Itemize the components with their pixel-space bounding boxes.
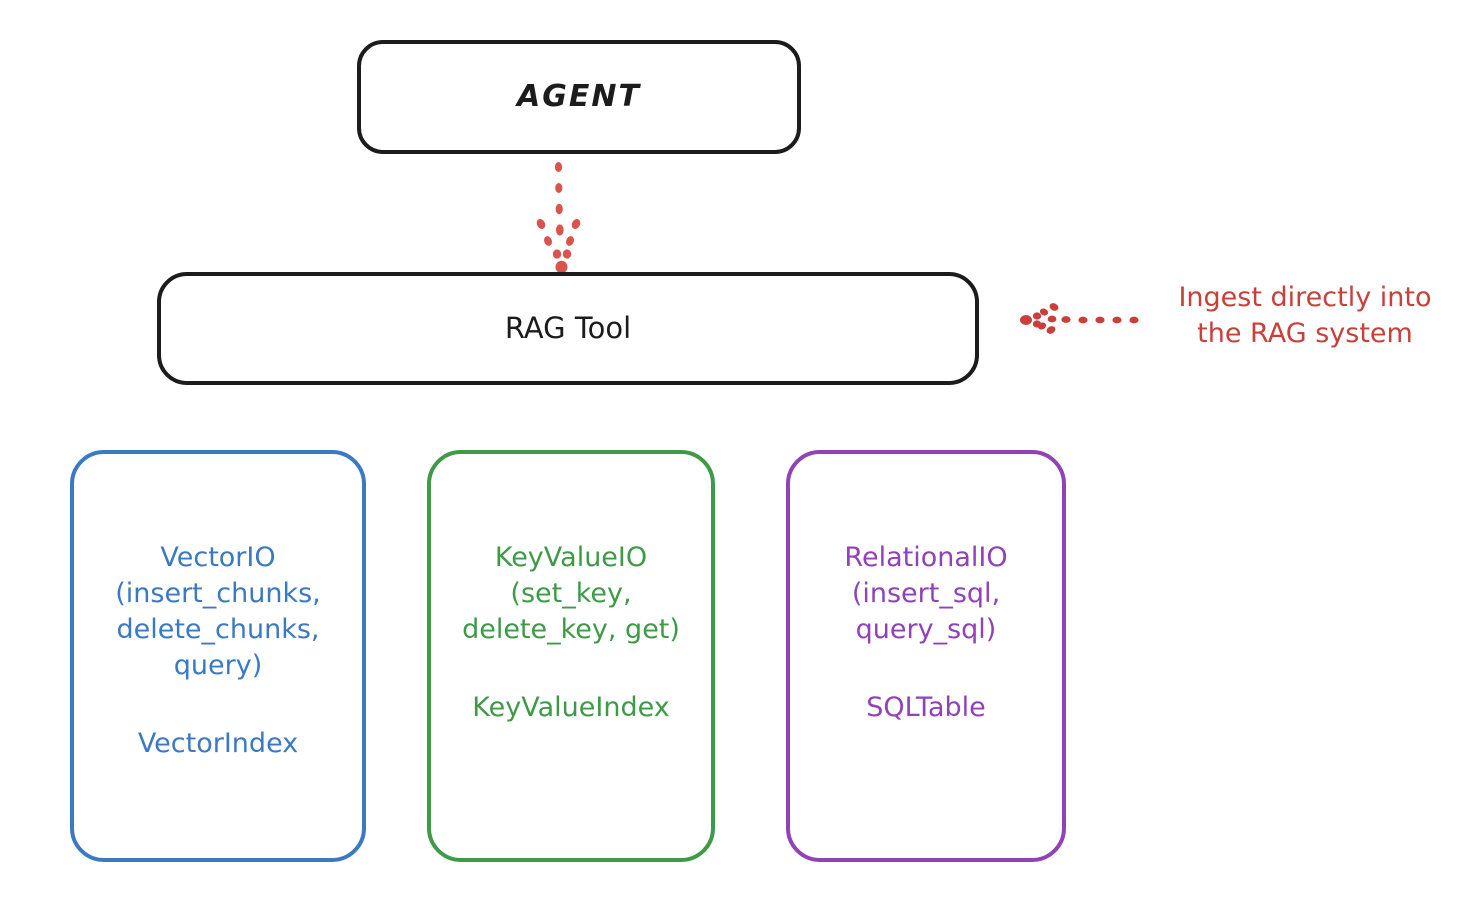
agent-node[interactable]: AGENT [357,40,801,154]
key-value-io-index-label: KeyValueIndex [472,691,670,723]
relational-io-index-label: SQLTable [866,691,986,723]
vector-io-node[interactable]: VectorIO (insert_chunks, delete_chunks, … [70,450,366,862]
relational-io-api-label: RelationalIO (insert_sql, query_sql) [844,542,1008,645]
key-value-io-api-label: KeyValueIO (set_key, delete_key, get) [462,542,680,645]
key-value-io-node[interactable]: KeyValueIO (set_key, delete_key, get) Ke… [427,450,715,862]
rag-tool-node[interactable]: RAG Tool [157,272,979,385]
vector-io-index-label: VectorIndex [137,727,299,759]
agent-to-rag-tool-dotted-arrow-icon [500,155,620,275]
vector-io-api-label: VectorIO (insert_chunks, delete_chunks, … [115,542,321,681]
ingest-annotation-label: Ingest directly into the RAG system [1178,282,1432,350]
rag-tool-node-label: RAG Tool [504,310,632,345]
agent-node-label: AGENT [517,78,641,114]
relational-io-node[interactable]: RelationalIO (insert_sql, query_sql) SQL… [786,450,1066,862]
ingest-to-rag-tool-dotted-arrow-icon [1020,298,1140,342]
